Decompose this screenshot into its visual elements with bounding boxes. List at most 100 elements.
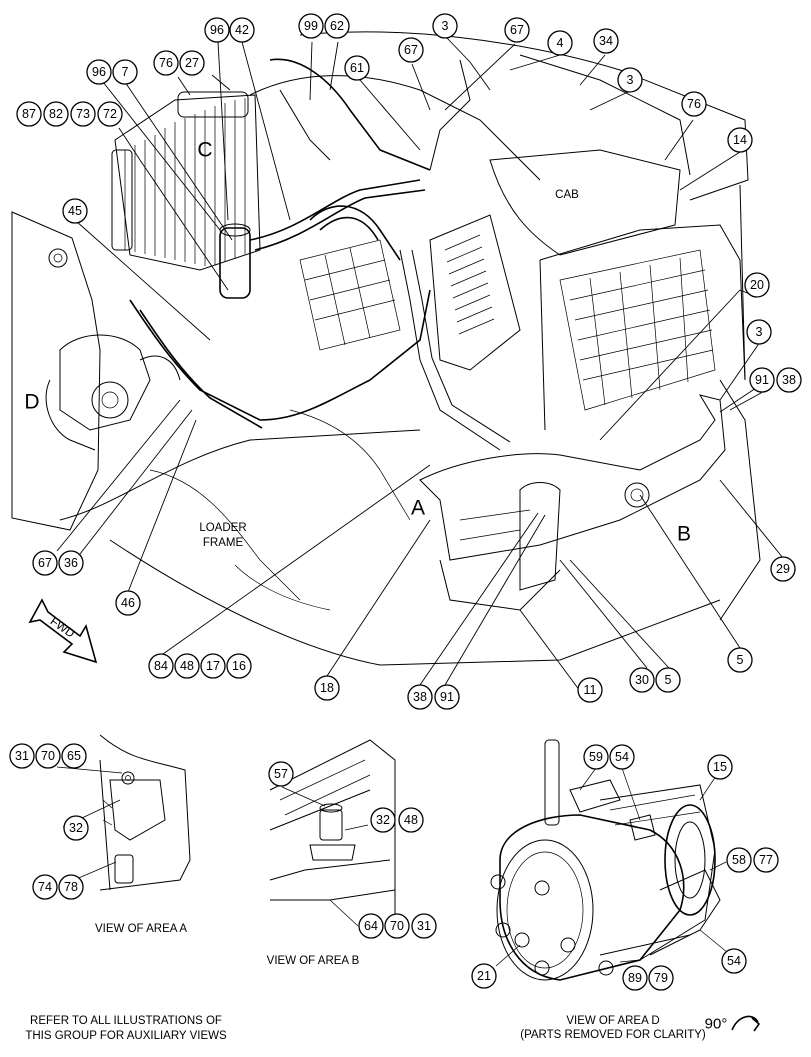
callout-38: 38 <box>776 367 802 393</box>
svg-text:21: 21 <box>477 969 491 983</box>
area-b-label: B <box>677 523 691 546</box>
callout-30: 30 <box>629 667 655 693</box>
callout-20: 20 <box>744 272 770 298</box>
svg-text:67: 67 <box>510 23 524 37</box>
svg-text:38: 38 <box>782 373 796 387</box>
callout-29: 29 <box>770 556 796 582</box>
footnote-line-2: THIS GROUP FOR AUXILIARY VIEWS <box>25 1030 227 1042</box>
area-a-label: A <box>411 497 425 520</box>
callout-5: 5 <box>727 647 753 673</box>
svg-text:84: 84 <box>154 659 168 673</box>
callout-58: 58 <box>726 847 752 873</box>
svg-text:65: 65 <box>67 749 81 763</box>
callout-96: 96 <box>86 59 112 85</box>
svg-text:32: 32 <box>376 813 390 827</box>
svg-text:14: 14 <box>733 133 747 147</box>
svg-text:91: 91 <box>755 373 769 387</box>
svg-text:48: 48 <box>180 659 194 673</box>
svg-text:3: 3 <box>756 325 763 339</box>
callout-45: 45 <box>62 198 88 224</box>
loader-frame-label-1: LOADER <box>199 522 246 534</box>
cab-label: CAB <box>555 189 579 201</box>
svg-text:70: 70 <box>41 749 55 763</box>
callout-57: 57 <box>268 761 294 787</box>
svg-text:3: 3 <box>442 19 449 33</box>
svg-text:57: 57 <box>274 767 288 781</box>
callout-4: 4 <box>547 30 573 56</box>
compressor-main <box>45 334 181 451</box>
callout-65: 65 <box>61 743 87 769</box>
svg-text:42: 42 <box>235 23 249 37</box>
loader-frame-label-2: FRAME <box>203 537 244 549</box>
view-area-d: VIEW OF AREA D (PARTS REMOVED FOR CLARIT… <box>490 739 734 1041</box>
svg-text:72: 72 <box>103 107 117 121</box>
svg-text:58: 58 <box>732 853 746 867</box>
svg-text:89: 89 <box>628 971 642 985</box>
svg-text:82: 82 <box>49 107 63 121</box>
svg-text:4: 4 <box>557 36 564 50</box>
svg-text:16: 16 <box>232 659 246 673</box>
svg-text:3: 3 <box>627 73 634 87</box>
callout-34: 34 <box>593 28 619 54</box>
callout-76: 76 <box>153 50 179 76</box>
callout-7: 7 <box>112 59 138 85</box>
callout-14: 14 <box>727 127 753 153</box>
callout-3: 3 <box>617 67 643 93</box>
svg-text:7: 7 <box>122 65 129 79</box>
callout-36: 36 <box>58 550 84 576</box>
callout-76: 76 <box>681 91 707 117</box>
svg-text:76: 76 <box>159 56 173 70</box>
callout-42: 42 <box>229 17 255 43</box>
svg-text:20: 20 <box>750 278 764 292</box>
svg-text:30: 30 <box>635 673 649 687</box>
svg-text:64: 64 <box>364 919 378 933</box>
callout-54: 54 <box>609 744 635 770</box>
callout-70: 70 <box>384 913 410 939</box>
area-d-label: D <box>24 391 39 414</box>
svg-text:29: 29 <box>776 562 790 576</box>
callout-32: 32 <box>370 807 396 833</box>
svg-text:38: 38 <box>413 690 427 704</box>
callout-3: 3 <box>432 13 458 39</box>
view-area-b-caption: VIEW OF AREA B <box>267 955 360 967</box>
footnote-line-1: REFER TO ALL ILLUSTRATIONS OF <box>30 1015 222 1027</box>
svg-text:15: 15 <box>713 760 727 774</box>
svg-text:11: 11 <box>584 683 597 697</box>
callout-99: 99 <box>298 13 324 39</box>
callout-31: 31 <box>9 743 35 769</box>
callout-64: 64 <box>358 913 384 939</box>
rotation-indicator: 90° <box>705 1016 761 1033</box>
callout-77: 77 <box>753 847 779 873</box>
callout-67: 67 <box>398 37 424 63</box>
callout-48: 48 <box>398 807 424 833</box>
svg-text:34: 34 <box>599 34 613 48</box>
svg-text:5: 5 <box>737 653 744 667</box>
callout-70: 70 <box>35 743 61 769</box>
callouts: 96 42 99 62 3 67 76 27 96 7 67 4 34 61 3… <box>9 13 802 991</box>
svg-text:32: 32 <box>69 821 83 835</box>
callout-72: 72 <box>97 101 123 127</box>
callout-31: 31 <box>411 913 437 939</box>
callout-91: 91 <box>434 684 460 710</box>
callout-78: 78 <box>58 874 84 900</box>
callout-3: 3 <box>746 319 772 345</box>
callout-21: 21 <box>471 963 497 989</box>
svg-text:62: 62 <box>330 19 344 33</box>
svg-text:76: 76 <box>687 97 701 111</box>
callout-79: 79 <box>648 965 674 991</box>
callout-67: 67 <box>504 17 530 43</box>
leader-lines <box>56 37 784 692</box>
rotation-label: 90° <box>705 1016 728 1033</box>
callout-46: 46 <box>115 590 141 616</box>
svg-text:87: 87 <box>22 107 36 121</box>
callout-54: 54 <box>721 948 747 974</box>
svg-text:48: 48 <box>404 813 418 827</box>
svg-text:17: 17 <box>206 659 220 673</box>
svg-text:73: 73 <box>76 107 90 121</box>
svg-text:18: 18 <box>320 681 334 695</box>
view-area-d-caption-1: VIEW OF AREA D <box>566 1015 659 1027</box>
callout-5: 5 <box>655 667 681 693</box>
callout-15: 15 <box>707 754 733 780</box>
callout-59: 59 <box>583 744 609 770</box>
